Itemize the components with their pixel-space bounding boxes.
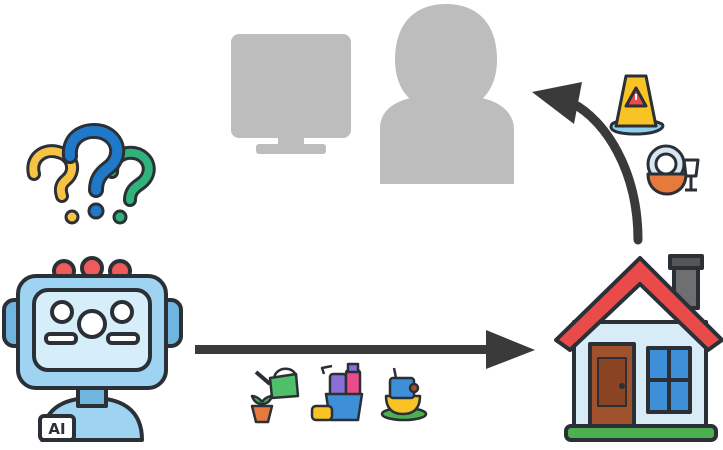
robot-badge-label: AI (48, 420, 65, 438)
computer-monitor-icon (231, 34, 351, 154)
cleaning-supplies-icon (310, 362, 364, 422)
dirty-dishes-icon (380, 367, 428, 422)
house-icon (554, 254, 723, 442)
robot-icon (2, 256, 183, 442)
person-silhouette-icon (380, 4, 514, 184)
dishes-icon (646, 144, 700, 196)
task-arrow (195, 330, 535, 369)
watering-can-icon (250, 367, 300, 424)
wet-floor-sign-icon (609, 74, 665, 136)
question-marks-icon (26, 123, 156, 225)
return-arrow (532, 82, 643, 245)
